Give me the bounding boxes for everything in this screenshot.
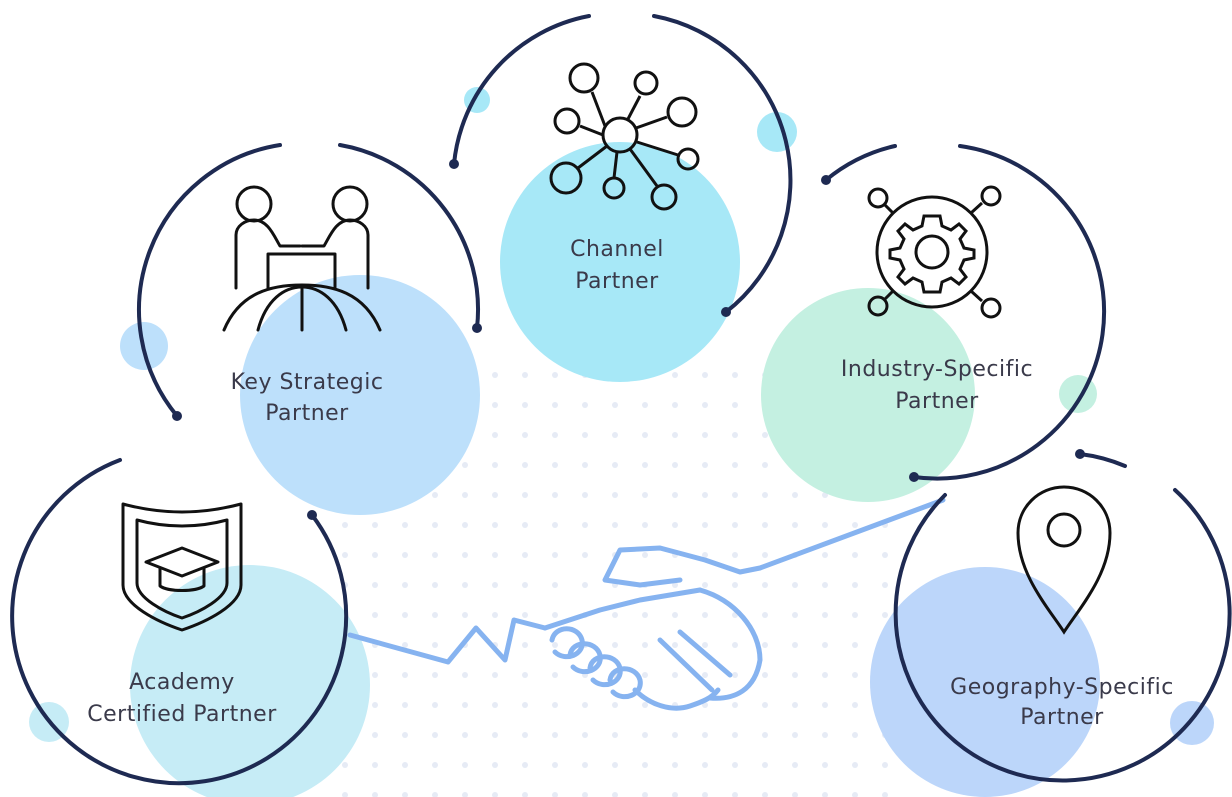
label-academy-line2: Certified Partner xyxy=(87,702,277,727)
blob-channel xyxy=(500,142,740,382)
blob-key-strategic xyxy=(240,275,480,515)
blob-geography xyxy=(870,567,1100,797)
label-key-strategic-line1: Key Strategic xyxy=(231,370,384,395)
label-industry-line2: Partner xyxy=(895,389,979,414)
label-industry-line1: Industry-Specific xyxy=(841,357,1033,382)
label-academy-line1: Academy xyxy=(129,670,235,695)
rings xyxy=(10,14,1232,786)
label-geography-line2: Partner xyxy=(1020,705,1104,730)
blob-academy xyxy=(130,565,370,797)
label-channel-line2: Partner xyxy=(575,269,659,294)
location-pin-icon xyxy=(1016,485,1112,635)
handshake-icon xyxy=(347,497,946,711)
shield-graduation-cap-icon xyxy=(121,502,243,632)
blob-industry xyxy=(761,288,975,502)
background-blobs xyxy=(29,87,1214,797)
label-channel-line1: Channel xyxy=(570,237,664,262)
ring-channel xyxy=(452,14,793,314)
label-key-strategic-line2: Partner xyxy=(265,401,349,426)
label-geography-line1: Geography-Specific xyxy=(950,675,1174,700)
partner-labels: Channel Partner Key Strategic Partner In… xyxy=(87,237,1174,730)
blob-small-6 xyxy=(1170,701,1214,745)
ring-academy xyxy=(10,458,349,786)
network-icon xyxy=(549,62,700,211)
handshake-globe-icon xyxy=(222,185,382,332)
blob-small-4 xyxy=(1059,375,1097,413)
gear-network-icon xyxy=(867,185,1002,319)
ring-industry xyxy=(824,144,1107,481)
ring-key-strategic xyxy=(137,143,481,418)
